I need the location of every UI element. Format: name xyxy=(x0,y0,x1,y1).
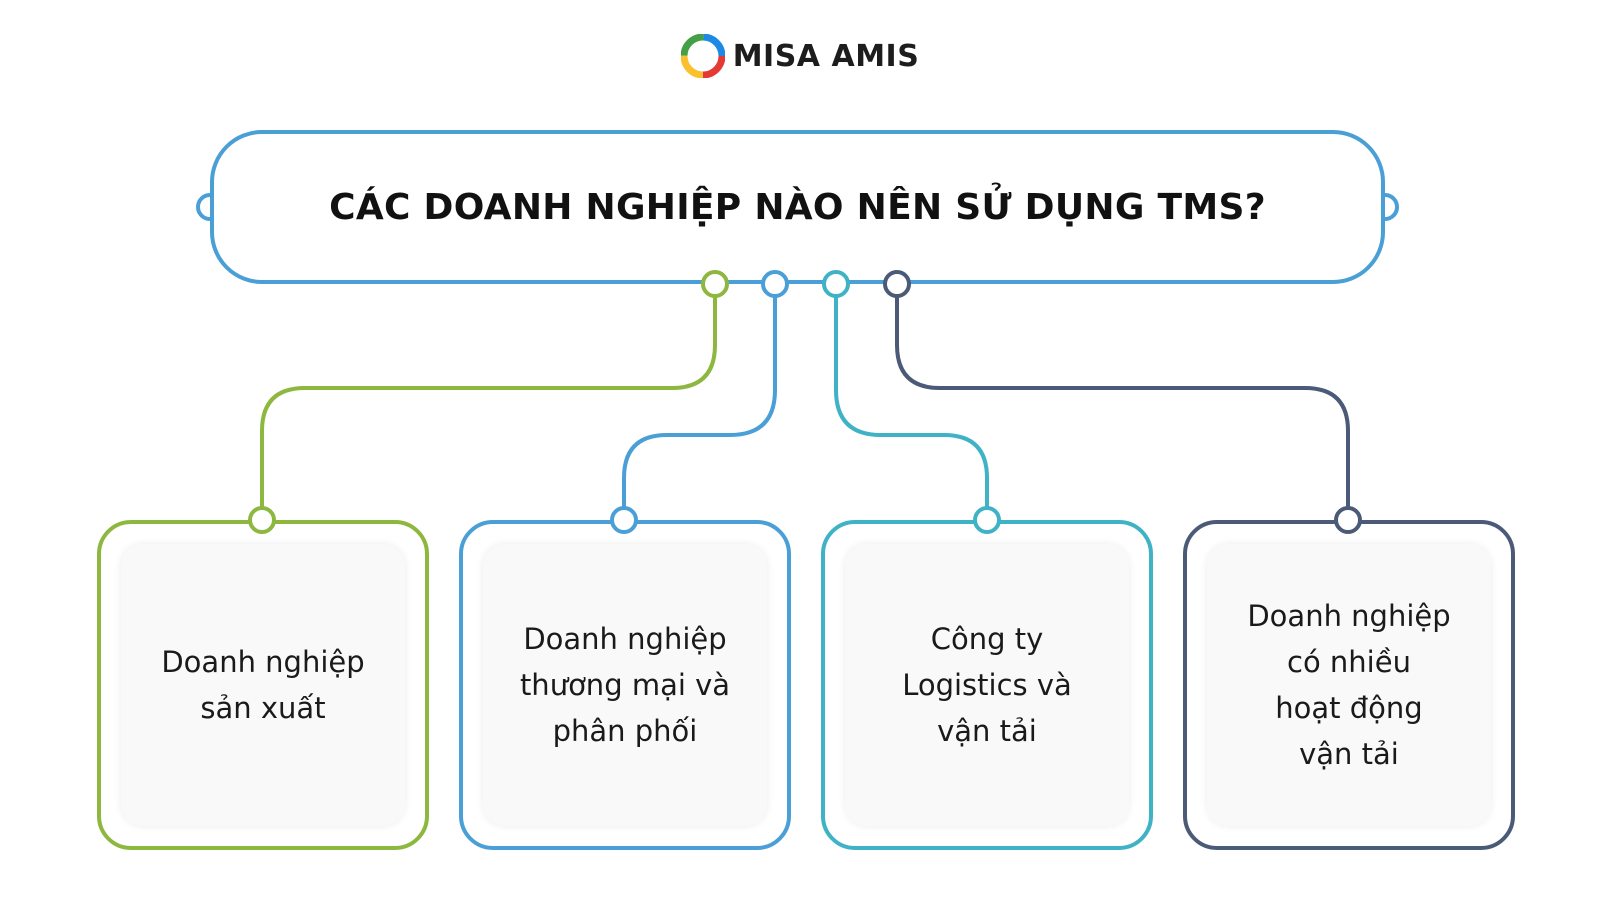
card-label-line: có nhiều xyxy=(1287,645,1411,679)
card-label: Công ty Logistics và vận tải xyxy=(890,616,1084,754)
logo-text: MISA AMIS xyxy=(732,38,920,74)
card-trade-distribution: Doanh nghiệp thương mại và phân phối xyxy=(459,520,791,850)
card-label: Doanh nghiệp thương mại và phân phối xyxy=(508,616,742,754)
card-inner: Doanh nghiệp sản xuất xyxy=(121,544,405,826)
card-label-line: Công ty xyxy=(930,622,1044,656)
card-logistics: Công ty Logistics và vận tải xyxy=(821,520,1153,850)
page-title: CÁC DOANH NGHIỆP NÀO NÊN SỬ DỤNG TMS? xyxy=(329,186,1266,228)
card-label-line: Logistics và xyxy=(902,668,1072,702)
card-manufacturing: Doanh nghiệp sản xuất xyxy=(97,520,429,850)
card-label-line: vận tải xyxy=(937,714,1037,748)
misa-logo-icon xyxy=(680,34,725,78)
card-label: Doanh nghiệp sản xuất xyxy=(149,639,376,731)
card-label-line: vận tải xyxy=(1299,737,1399,771)
connector-blue xyxy=(622,284,777,520)
card-label-line: Doanh nghiệp xyxy=(161,645,365,679)
title-box: CÁC DOANH NGHIỆP NÀO NÊN SỬ DỤNG TMS? xyxy=(210,130,1385,284)
card-inner: Doanh nghiệp thương mại và phân phối xyxy=(483,544,767,826)
card-label-line: hoạt động xyxy=(1275,691,1423,725)
card-label-line: sản xuất xyxy=(200,691,326,725)
card-label-line: phân phối xyxy=(552,714,698,748)
card-inner: Doanh nghiệp có nhiều hoạt động vận tải xyxy=(1207,544,1491,826)
card-label: Doanh nghiệp có nhiều hoạt động vận tải xyxy=(1235,593,1462,777)
logo: MISA AMIS xyxy=(0,30,1600,82)
card-inner: Công ty Logistics và vận tải xyxy=(845,544,1129,826)
card-label-line: thương mại và xyxy=(519,668,731,702)
card-label-line: Doanh nghiệp xyxy=(523,622,727,656)
connector-navy xyxy=(895,284,1350,520)
connector-teal xyxy=(834,284,989,520)
connector-green xyxy=(260,284,717,520)
card-transport-heavy: Doanh nghiệp có nhiều hoạt động vận tải xyxy=(1183,520,1515,850)
card-label-line: Doanh nghiệp xyxy=(1247,599,1451,633)
